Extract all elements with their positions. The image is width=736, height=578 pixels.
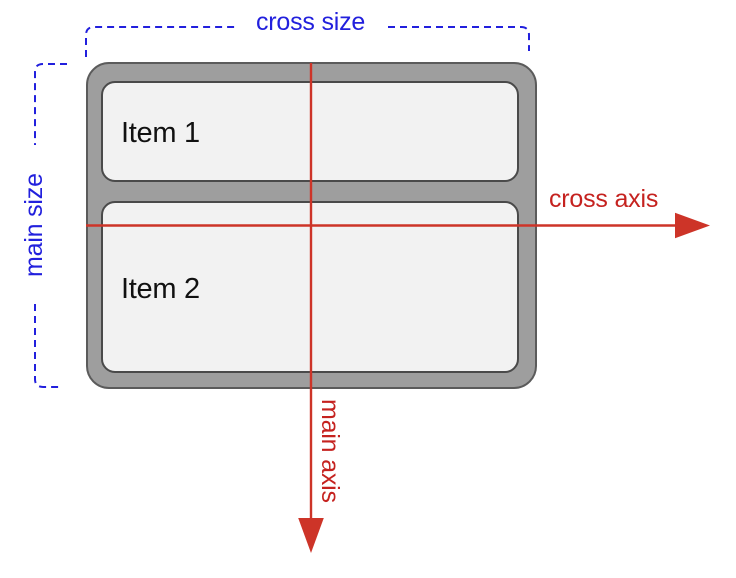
- main-size-label: main size: [20, 173, 48, 277]
- main-size-bracket-bottom: [34, 304, 63, 388]
- cross-size-bracket-right: [388, 26, 530, 51]
- main-axis-arrowhead: [298, 518, 324, 553]
- main-axis-label: main axis: [316, 399, 344, 503]
- item-1-label: Item 1: [121, 117, 200, 149]
- cross-size-label: cross size: [256, 8, 365, 36]
- cross-size-bracket-left: [85, 26, 237, 57]
- cross-axis-label: cross axis: [549, 185, 658, 213]
- cross-axis-arrowhead: [675, 212, 710, 239]
- item-2-label: Item 2: [121, 273, 200, 305]
- main-size-bracket-top: [34, 63, 67, 145]
